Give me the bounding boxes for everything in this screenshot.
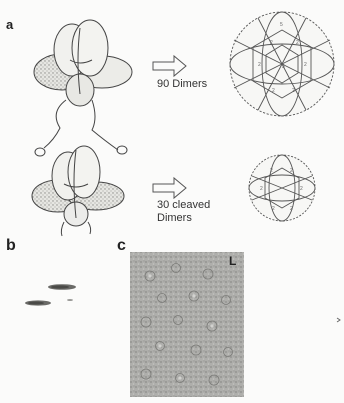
- svg-text:2: 2: [300, 186, 303, 192]
- arrow-top: [153, 56, 186, 76]
- arrow-bottom: [153, 178, 186, 198]
- svg-text:3: 3: [282, 64, 285, 70]
- panel-label-a: a: [6, 18, 13, 31]
- panel-label-c: c: [117, 238, 126, 254]
- svg-text:2: 2: [270, 40, 273, 46]
- gel-bands: [25, 284, 76, 305]
- svg-text:2: 2: [296, 40, 299, 46]
- svg-text:2: 2: [290, 206, 293, 212]
- capsid-sphere-top: 2 2 2 2 2 2 5 3: [230, 12, 334, 116]
- stray-mark: [337, 318, 340, 322]
- svg-text:2: 2: [292, 88, 295, 94]
- dimer-diagram-top: [34, 20, 132, 156]
- capsid-sphere-bottom: 2 2 2 2 2 2: [249, 155, 315, 221]
- panel-label-b: b: [6, 238, 16, 254]
- svg-text:2: 2: [270, 168, 273, 174]
- svg-text:5: 5: [280, 22, 283, 28]
- panel-label-c-inset: L: [229, 255, 236, 267]
- dimer-diagram-bottom: [32, 146, 124, 236]
- svg-text:2: 2: [304, 62, 307, 68]
- arrow-caption-bottom-line2: Dimers: [157, 213, 192, 225]
- svg-text:2: 2: [272, 206, 275, 212]
- svg-text:2: 2: [290, 168, 293, 174]
- micrograph: [130, 252, 244, 397]
- svg-text:2: 2: [258, 62, 261, 68]
- svg-text:2: 2: [260, 186, 263, 192]
- arrow-caption-bottom-line1: 30 cleaved: [157, 200, 210, 212]
- arrow-caption-top: 90 Dimers: [157, 79, 207, 91]
- svg-text:2: 2: [272, 88, 275, 94]
